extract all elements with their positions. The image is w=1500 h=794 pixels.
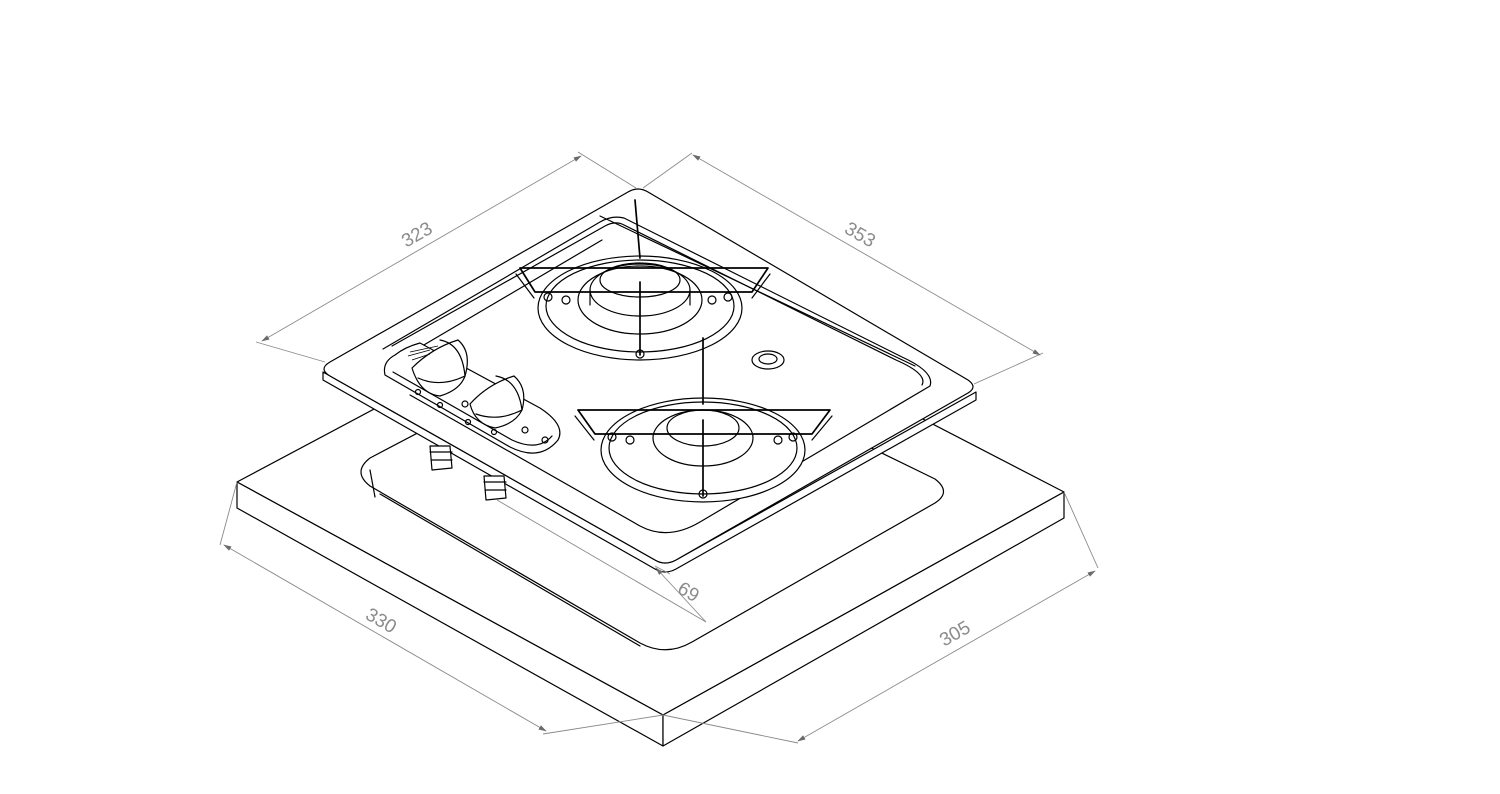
dimension-line-305 <box>797 570 1096 742</box>
dimension-label-305: 305 <box>936 617 974 651</box>
dimension-label-330: 330 <box>362 604 400 638</box>
dimension-label-323: 323 <box>398 218 436 252</box>
dimension-line-330 <box>223 544 547 732</box>
dimension-line-69 <box>655 567 707 623</box>
cutout-inner-edge <box>369 469 376 498</box>
burner-knob-2[interactable] <box>469 375 525 429</box>
dimension-line-323 <box>261 155 582 342</box>
gas-valve-fittings <box>429 445 507 501</box>
dimension-label-353: 353 <box>841 218 879 252</box>
tray-inner-rim <box>382 216 932 534</box>
control-panel <box>383 339 561 501</box>
dimension-line-353 <box>692 154 1041 356</box>
ignition-button[interactable] <box>751 350 785 370</box>
burner-knob-1[interactable] <box>407 339 468 397</box>
front-pan-support <box>574 337 833 499</box>
dimension-lines <box>219 151 1099 744</box>
